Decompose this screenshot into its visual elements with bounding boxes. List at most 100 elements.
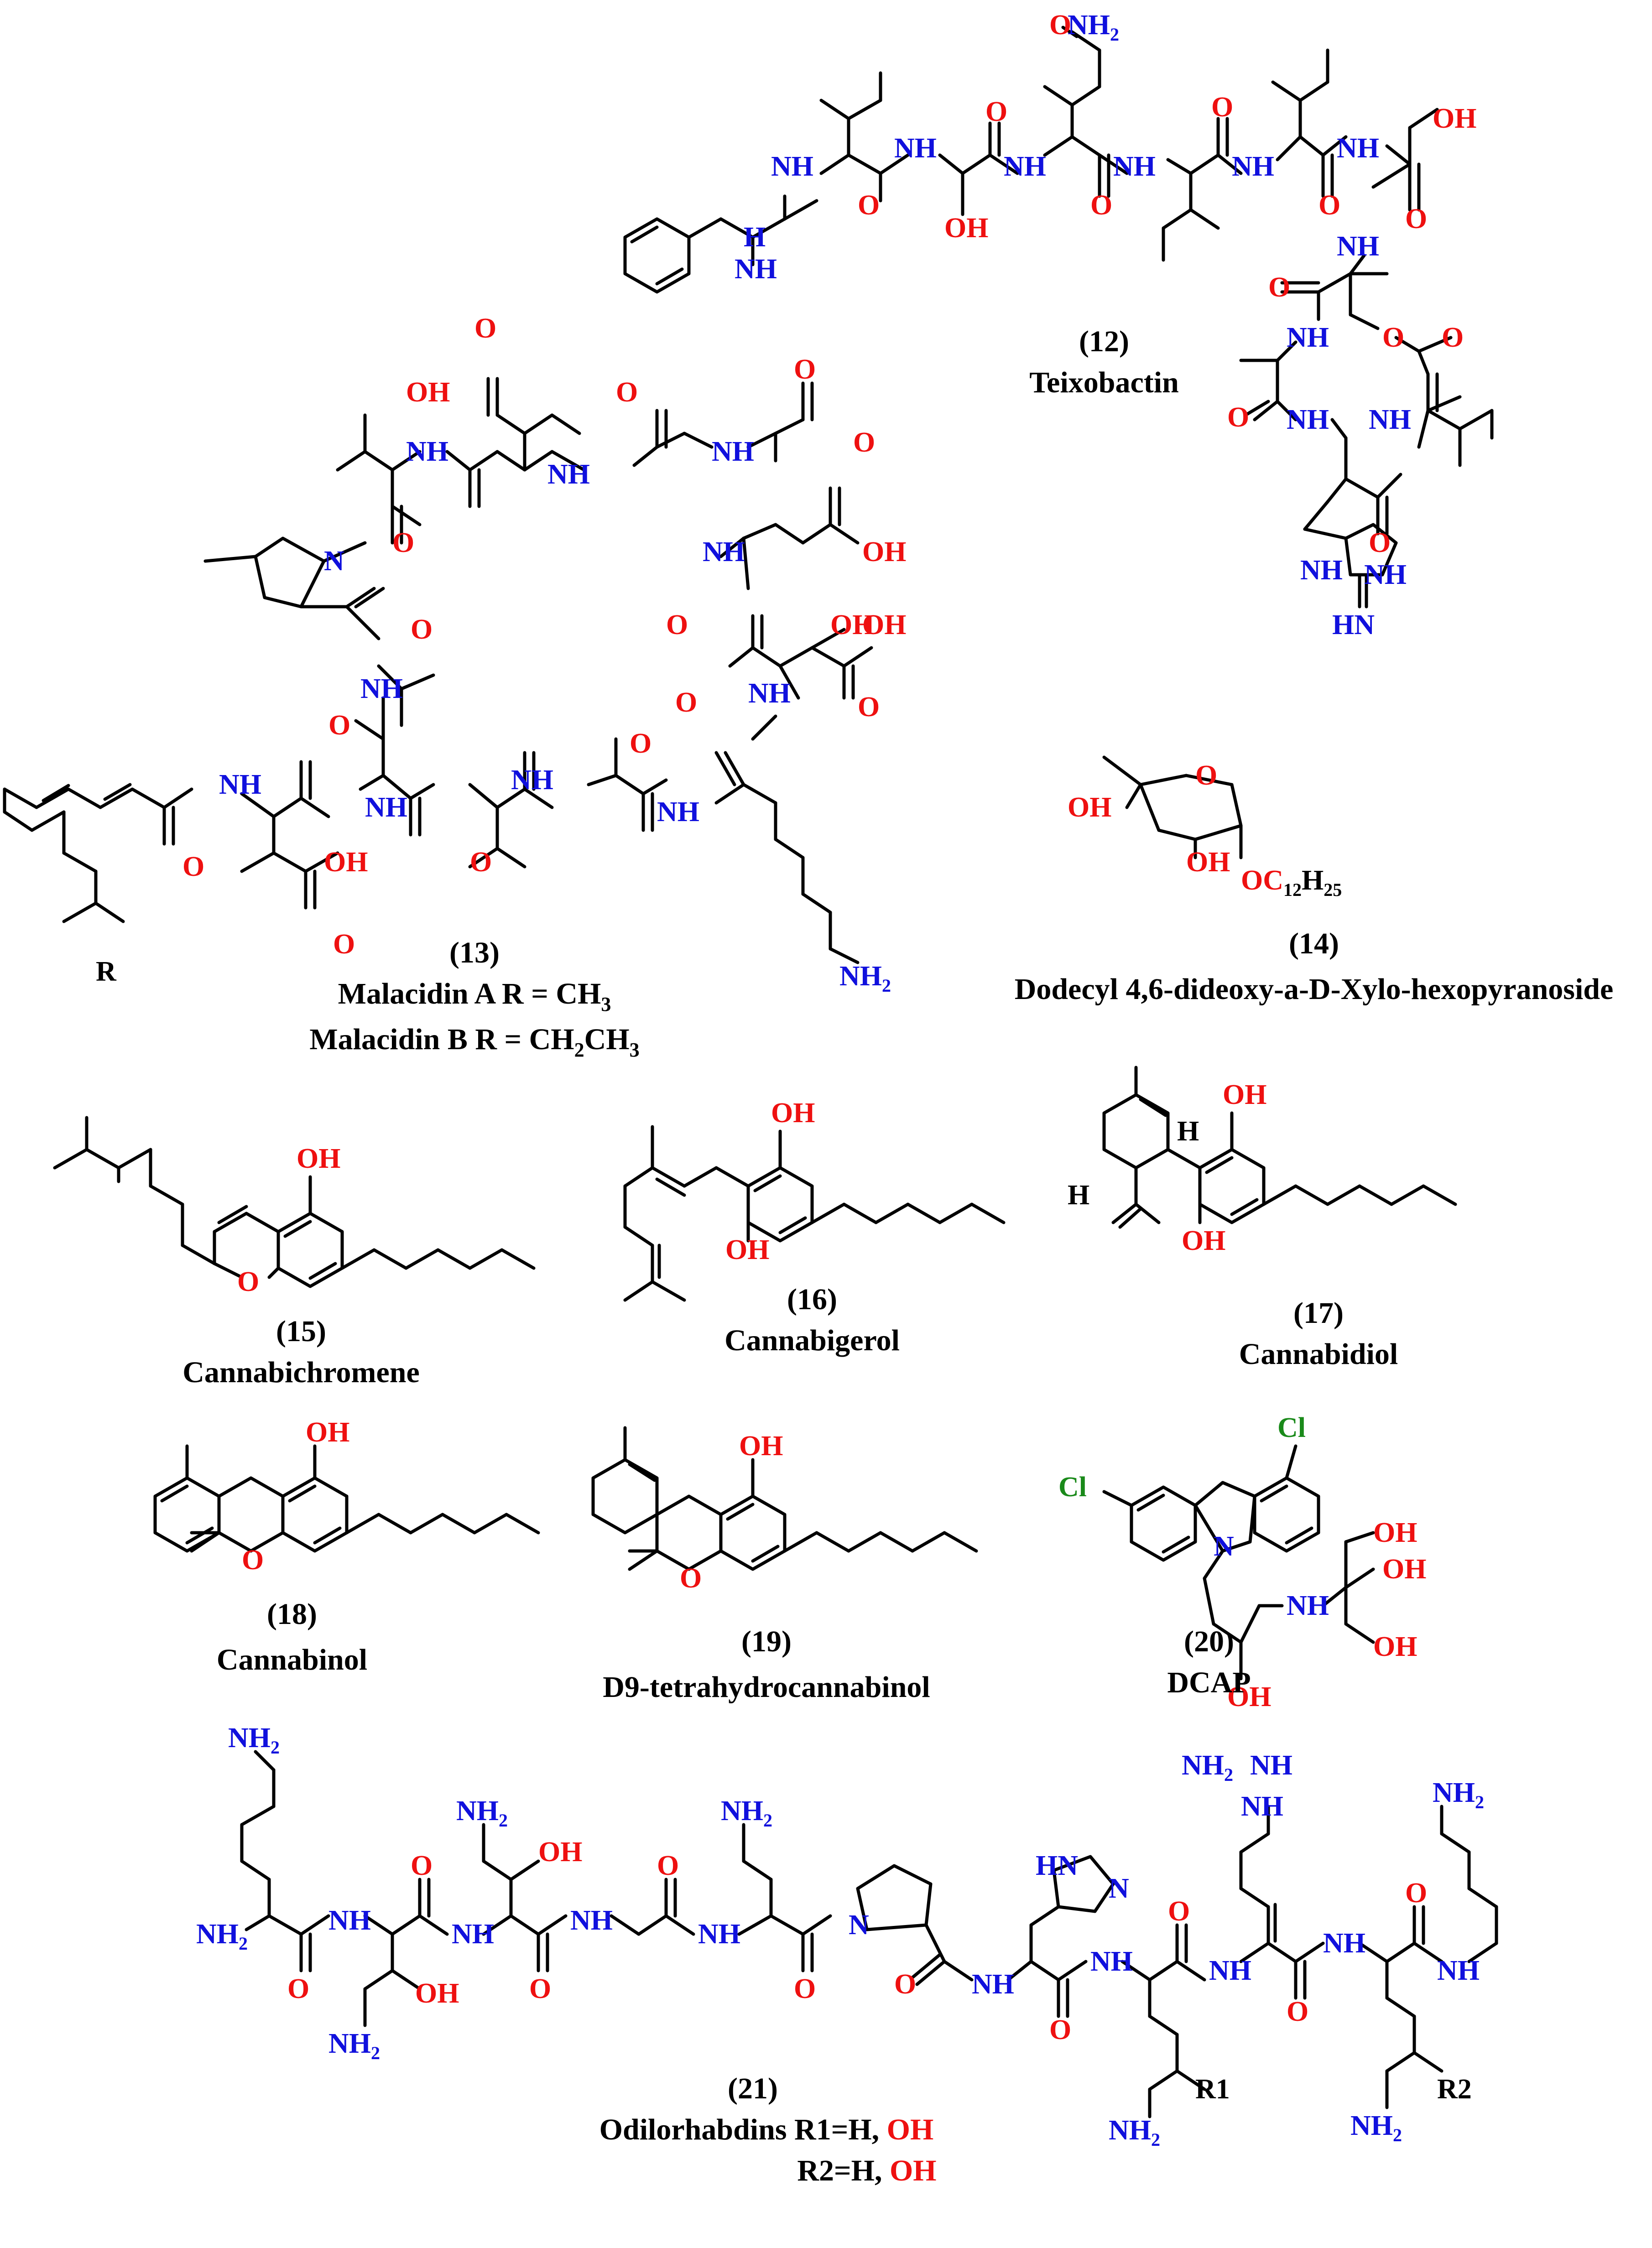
atom-h: H [744,222,766,253]
atom-nh2: NH2 [228,1722,280,1758]
compound-15-name: Cannabichromene [182,1356,420,1389]
compound-12-name: Teixobactin [1029,366,1179,399]
atom-oh: OH [324,847,368,878]
atom-oh: OH [1382,1554,1426,1585]
atom-o: O [1195,760,1217,791]
atom-nh2: NH2 [1182,1750,1233,1785]
odilorhabdin-labels: NH2 NH2 O NH O OH NH2 NH NH2 OH O NH O N… [196,1722,1484,2150]
carbazole-left [1130,1485,1197,1562]
atom-nh: NH [1337,133,1379,164]
atom-oh: OH [297,1143,340,1174]
compound-17-number: (17) [1293,1296,1344,1330]
atom-o: O [474,313,496,344]
phenyl-ring [1198,1148,1266,1224]
cannabidiol-structure [1102,1066,1457,1229]
compound-14-number: (14) [1289,927,1339,960]
atom-nh: NH [1437,1955,1480,1986]
atom-o: O [853,427,875,458]
atom-nh: NH [1287,1590,1329,1621]
atom-o: O [182,851,204,882]
cannabinol-labels: OH O [242,1417,349,1576]
atom-nh: NH [1004,151,1046,182]
atom-oh: OH [1373,1517,1417,1548]
atom-o: O [328,710,350,741]
atom-nh: NH [452,1919,494,1950]
compound-13-name-a: Malacidin A R = CH3 [338,977,611,1015]
atom-nh: NH [1364,559,1407,590]
atom-n: N [1214,1531,1234,1562]
atom-nh: NH [894,133,937,164]
atom-nh: NH [1241,1791,1283,1822]
compound-18-name: Cannabinol [217,1643,367,1676]
compound-21-name-a: Odilorhabdins R1=H, OH [599,2113,934,2146]
atom-o: O [794,1973,816,2004]
atom-o: O [858,692,880,723]
compound-14-name: Dodecyl 4,6-dideoxy-a-D-Xylo-hexopyranos… [1015,973,1614,1006]
atom-oh: OH [862,609,906,640]
carbazole-center [1193,1481,1256,1553]
atom-o: O [1382,322,1404,353]
atom-nh2: NH2 [1109,2115,1160,2150]
atom-o: O [237,1266,259,1297]
atom-cl: Cl [1058,1472,1087,1503]
cannabidiol-labels: OH OH H H [1068,1079,1266,1256]
atom-nh: NH [570,1905,613,1936]
odilorhabdin-structure [240,1750,1498,2118]
atom-oc12h25: OC12H25 [1241,865,1342,900]
compound-16-name: Cannabigerol [724,1324,900,1357]
atom-nh2: NH2 [196,1919,248,1954]
atom-hn: HN [1332,609,1375,640]
atom-nh2: NH2 [328,2028,380,2063]
atom-o: O [333,929,355,960]
cannabinol-structure [153,1444,540,1553]
carbazole-right [1253,1476,1320,1553]
atom-oh: OH [1227,1681,1271,1712]
atom-oh: OH [1373,1631,1417,1662]
atom-nh: NH [360,673,403,704]
thc-labels: OH O [680,1431,783,1594]
atom-o: O [411,614,433,645]
compound-19-number: (19) [741,1625,792,1658]
atom-nh: NH [1250,1750,1292,1781]
compound-13-name-b: Malacidin B R = CH2CH3 [309,1023,639,1061]
atom-nh: NH [712,436,754,467]
atom-n: N [1109,1873,1129,1904]
atom-o: O [242,1545,264,1576]
atom-o: O [794,354,816,385]
atom-o: O [666,609,688,640]
atom-nh: NH [1369,404,1411,435]
atom-o: O [529,1973,551,2004]
phenyl-ring [623,217,691,294]
ring-c [217,1476,285,1553]
atom-o: O [470,847,492,878]
atom-o: O [1405,1878,1427,1909]
atom-r: R [96,956,117,987]
thc-structure [591,1426,978,1571]
atom-nh: NH [365,792,407,823]
atom-nh: NH [1323,1928,1365,1959]
chromene-ring [276,1212,344,1288]
atom-h: H [1068,1180,1089,1211]
atom-nh2: NH2 [721,1795,772,1831]
ring-b [281,1476,349,1553]
atom-nh: NH [1209,1955,1251,1986]
atom-o: O [657,1850,679,1881]
atom-o: O [1049,2014,1071,2045]
atom-h: H [1177,1116,1199,1147]
atom-o: O [1405,203,1427,234]
atom-nh: NH [511,765,553,796]
guanidine-ring [1344,523,1398,577]
atom-o: O [630,728,651,759]
atom-oh: OH [944,213,988,244]
atom-o: O [392,527,414,558]
dcap-labels: Cl Cl N NH OH OH OH OH [1058,1412,1426,1712]
atom-oh: OH [415,1978,459,2009]
atom-o: O [1287,1996,1308,2027]
atom-nh: NH [1113,151,1156,182]
atom-o: O [1090,190,1112,221]
cannabigerol-labels: OH OH [725,1098,815,1265]
proline-ring [856,1864,933,1931]
cannabichromene-structure [53,1116,536,1288]
teixobactin-structure [623,26,1494,609]
